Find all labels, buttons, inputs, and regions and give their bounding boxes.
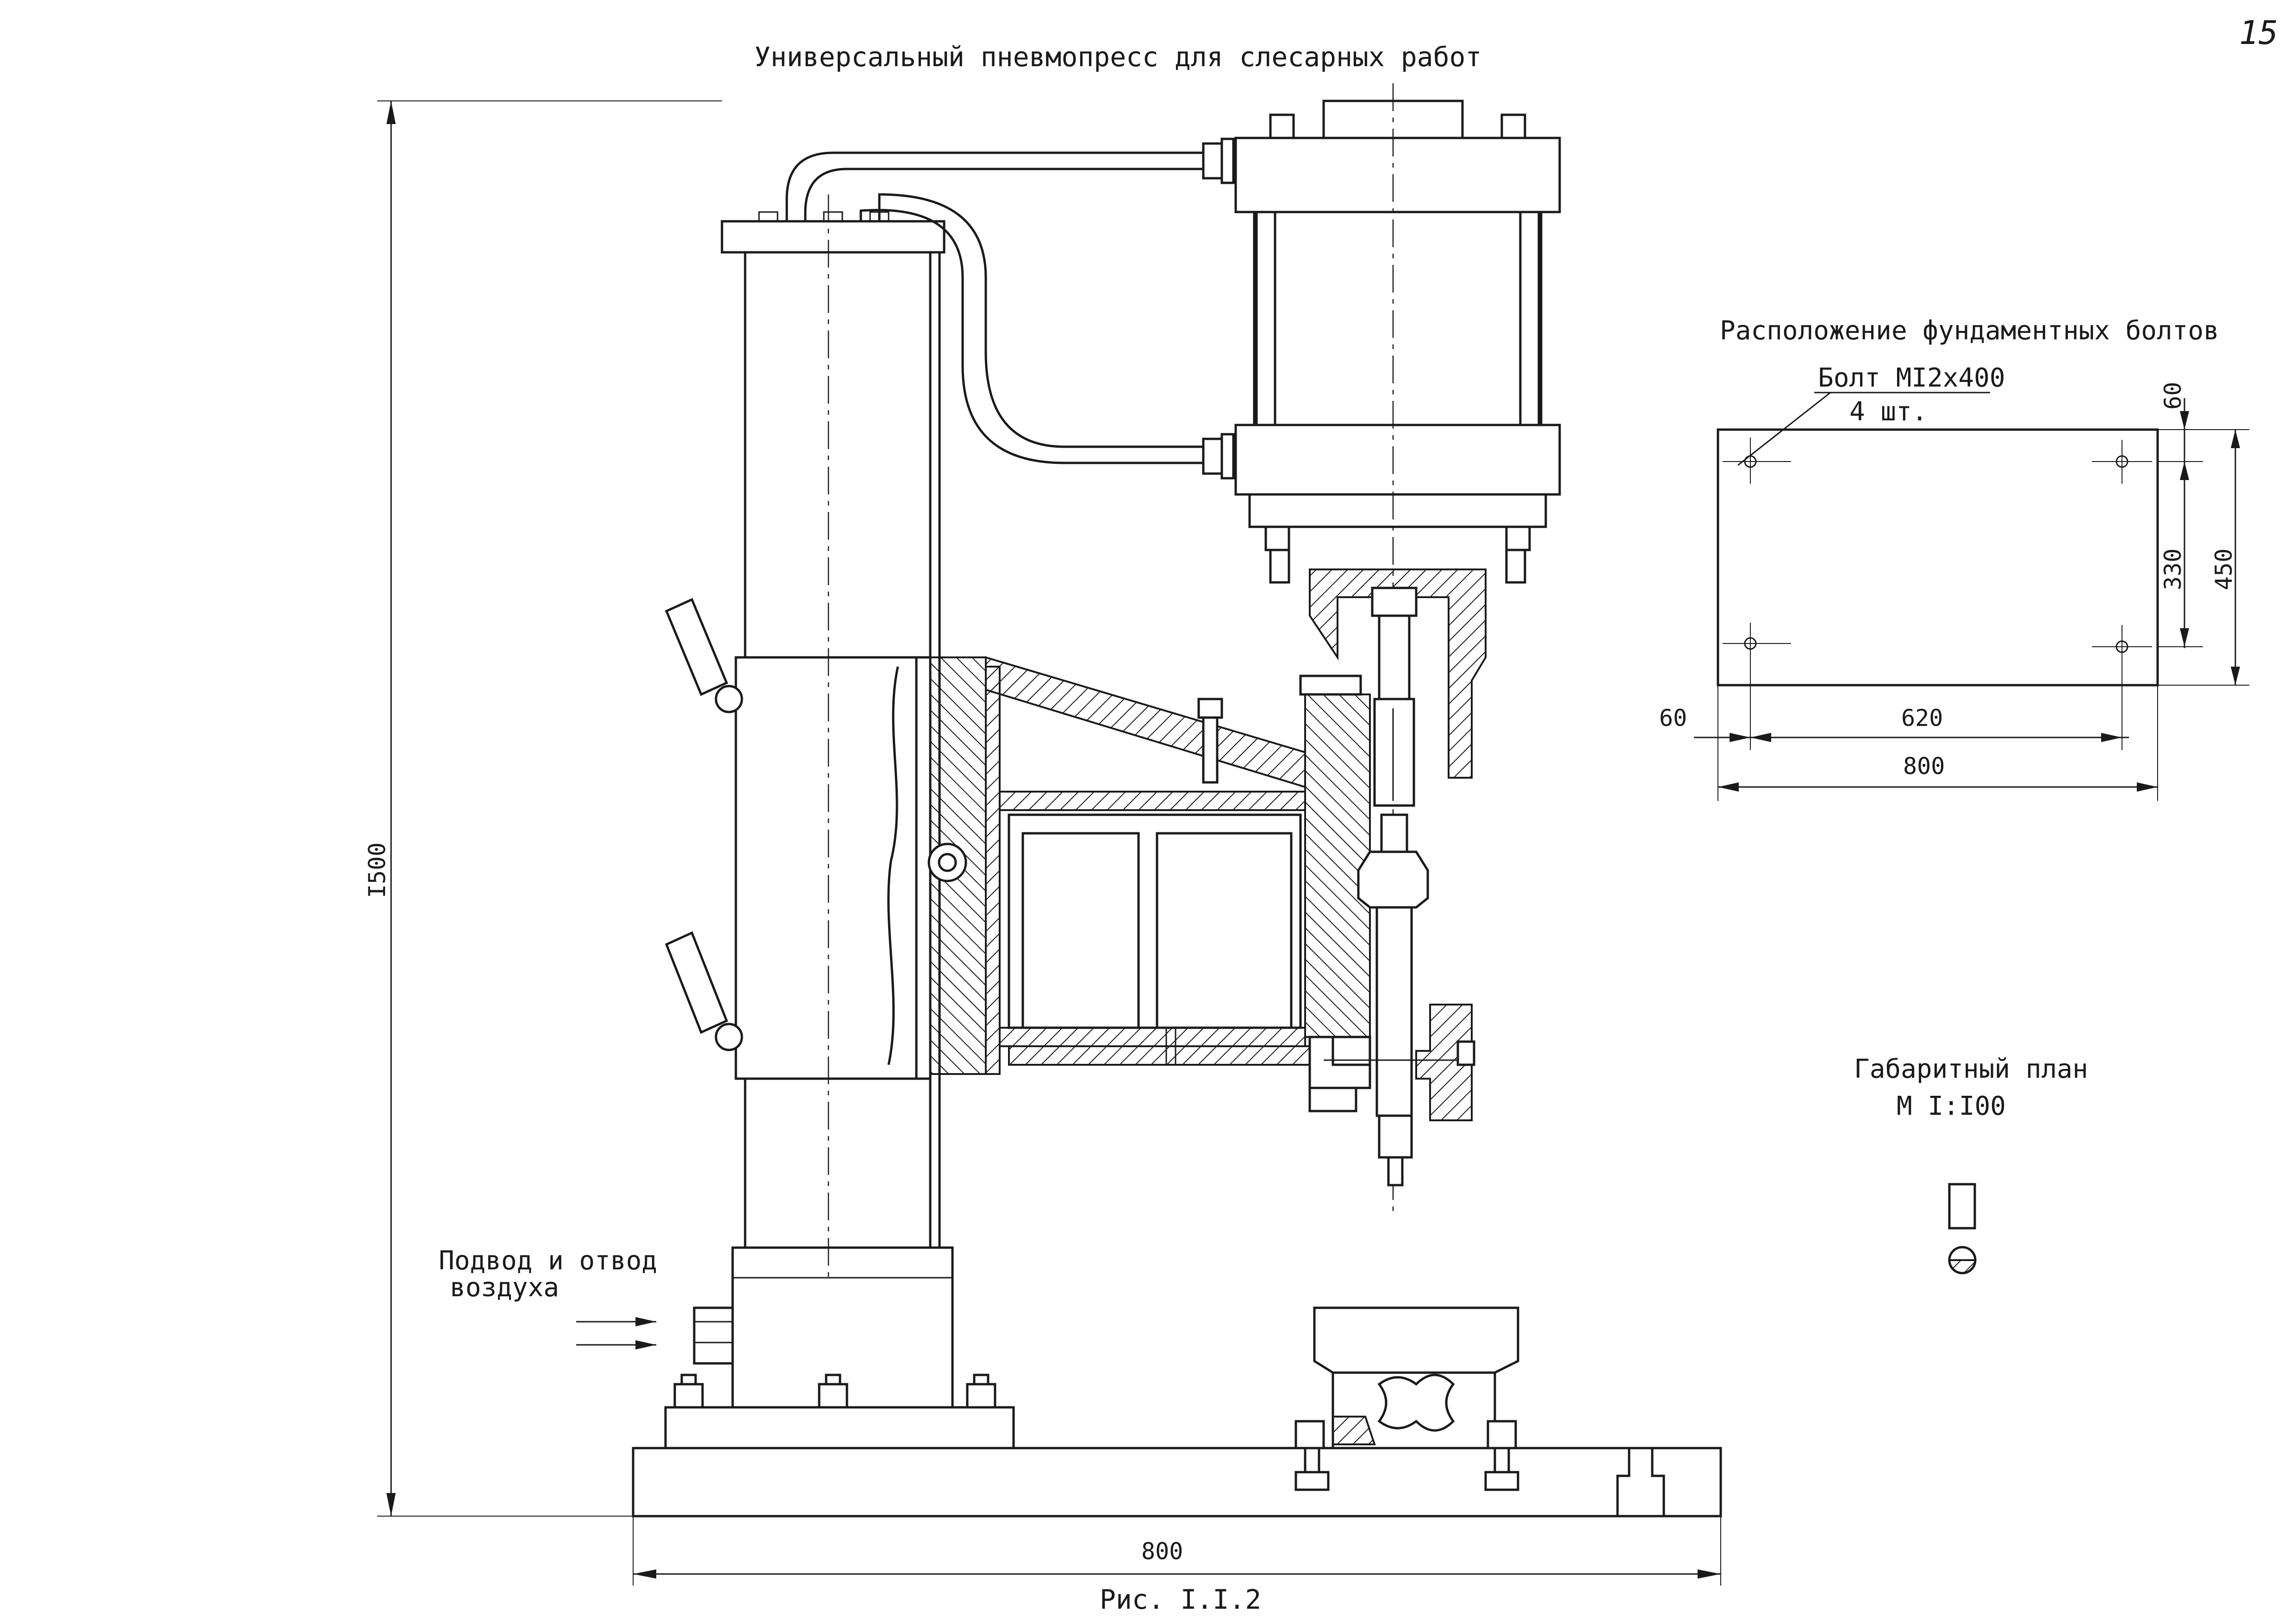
dim-left-offset: 60 (1659, 705, 1687, 731)
base-bolts (673, 1374, 996, 1409)
overall-plan: Габаритный план M I:I00 (1854, 1054, 2088, 1274)
overall-plan-scale: M I:I00 (1897, 1091, 2006, 1121)
dim-top-offset: 60 (2159, 382, 2186, 410)
cylinder-housing (1309, 568, 1487, 807)
bolt-hole-top-right (2092, 440, 2152, 484)
bolt-layout-title: Расположение фундаментных болтов (1720, 316, 2219, 346)
dimension-width: 800 (633, 1516, 1721, 1586)
dimension-height: I500 (364, 100, 722, 1517)
air-hoses (758, 137, 1235, 480)
figure-caption: Рис. I.I.2 (1100, 1584, 1261, 1615)
plan-operator-symbol (1948, 1246, 1977, 1274)
clamp-handle-lower (665, 931, 743, 1051)
plan-footprint (1948, 1183, 1976, 1230)
slide-arm (927, 656, 1334, 1075)
bolt-hole-bottom-left (1723, 623, 1791, 667)
air-label-line2: воздуха (450, 1273, 559, 1303)
air-arrows (576, 1317, 656, 1349)
dim-inner-width: 620 (1901, 705, 1943, 731)
spindle-guide (1197, 675, 1371, 1112)
base-plate (632, 1406, 1722, 1518)
pneumatic-cylinder (1234, 100, 1561, 584)
dim-outer-height: 450 (2210, 549, 2237, 590)
dim-inner-height: 330 (2159, 549, 2186, 590)
bolt-spec: Болт MI2x400 (1818, 363, 2005, 393)
page-number: 15 (2239, 14, 2278, 52)
dimension-height-label: I500 (364, 843, 391, 898)
dimension-width-label: 800 (1141, 1538, 1183, 1565)
air-label-line1: Подвод и отвод (439, 1246, 657, 1276)
column-foot (693, 1246, 954, 1409)
clamp-handle-upper (665, 598, 743, 713)
bolt-layout: Расположение фундаментных болтов Болт MI… (1659, 316, 2249, 801)
workpiece-fixture (1294, 1306, 1519, 1491)
press-ram (1324, 813, 1475, 1187)
main-column (721, 220, 946, 1249)
bolt-hole-top-left (1723, 437, 1791, 484)
bolt-count: 4 шт. (1849, 397, 1928, 427)
press-assembly: Подвод и отвод воздуха (439, 83, 1722, 1518)
dim-outer-width: 800 (1903, 753, 1945, 780)
drawing-title: Универсальный пневмопресс для слесарных … (754, 41, 1481, 73)
overall-plan-title: Габаритный план (1854, 1054, 2088, 1084)
